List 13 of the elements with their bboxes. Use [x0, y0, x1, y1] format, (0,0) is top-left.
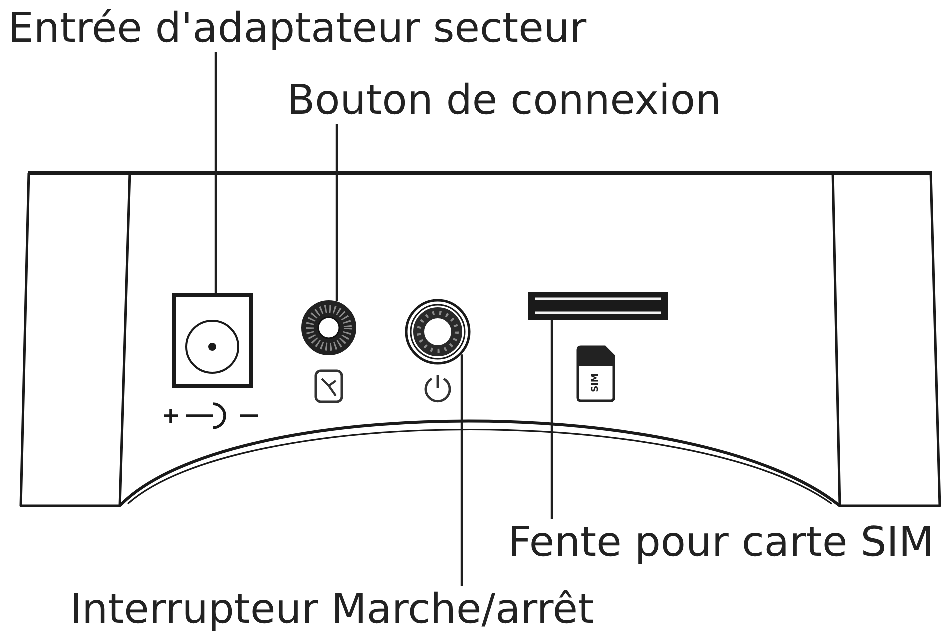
sim-card-slot — [528, 292, 668, 320]
leader-line — [214, 52, 218, 293]
part-label: Bouton de connexion — [287, 77, 722, 124]
power-jack-socket — [172, 293, 253, 388]
part-label: Fente pour carte SIM — [508, 519, 934, 566]
part-label: Interrupteur Marche/arrêt — [70, 586, 594, 634]
leader-line — [336, 124, 338, 302]
sim-icon-text: SIM — [590, 372, 602, 394]
connect-button — [301, 300, 357, 356]
part-label: Entrée d'adaptateur secteur — [8, 5, 587, 52]
leader-line — [460, 354, 464, 586]
leader-line — [550, 320, 554, 519]
power-button — [405, 299, 471, 365]
